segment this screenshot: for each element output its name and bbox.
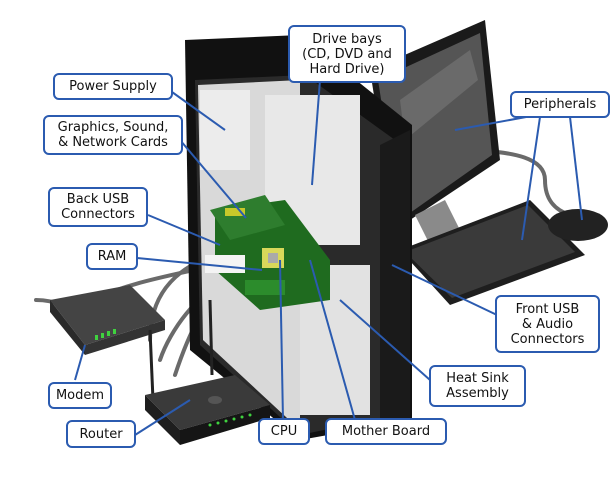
modem-device [50, 285, 165, 355]
keyboard [400, 200, 585, 305]
label-drive-bays: Drive bays (CD, DVD and Hard Drive) [288, 25, 406, 83]
label-peripherals: Peripherals [510, 91, 610, 118]
label-modem: Modem [48, 382, 112, 409]
pointer-lines [74, 79, 583, 436]
mouse [548, 209, 608, 241]
label-cpu: CPU [258, 418, 310, 445]
label-mother-board: Mother Board [325, 418, 447, 445]
label-front-usb: Front USB & Audio Connectors [495, 295, 600, 353]
router-device [145, 299, 270, 445]
label-ram: RAM [86, 243, 138, 270]
label-heat-sink: Heat Sink Assembly [429, 365, 526, 407]
motherboard [205, 195, 330, 310]
label-back-usb: Back USB Connectors [48, 187, 148, 227]
label-cards: Graphics, Sound, & Network Cards [43, 115, 183, 155]
label-power-supply: Power Supply [53, 73, 173, 100]
label-router: Router [66, 420, 136, 448]
